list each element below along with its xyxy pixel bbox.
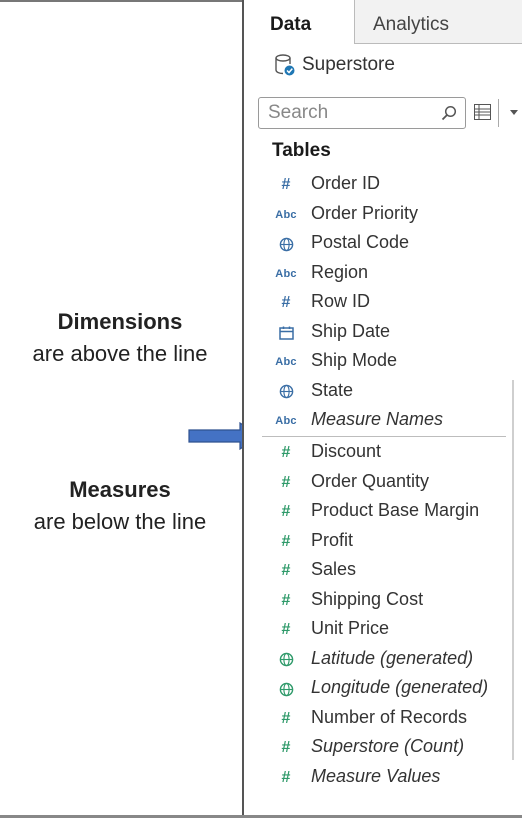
field-label: Region — [311, 261, 369, 282]
field-label: Ship Date — [311, 320, 391, 341]
datasource-label: Superstore — [302, 54, 395, 75]
database-connected-icon — [275, 54, 295, 76]
field-label: Unit Price — [311, 618, 390, 638]
dimension-field[interactable]: Abc Order Priority — [244, 201, 522, 230]
measure-field[interactable]: # Measure Values — [244, 764, 522, 793]
number-type-icon: # — [281, 473, 291, 491]
measures-annotation-title: Measures — [69, 477, 171, 502]
field-label: Row ID — [311, 291, 371, 311]
data-pane: Data Analytics Superstore Search Tables … — [242, 0, 522, 815]
dimension-field[interactable]: Abc Ship Mode — [244, 348, 522, 377]
number-type-icon: # — [281, 621, 291, 638]
search-placeholder: Search — [268, 102, 329, 123]
number-type-icon: # — [281, 709, 291, 727]
calendar-icon — [272, 323, 300, 343]
tab-analytics[interactable]: Analytics — [354, 0, 522, 44]
dimension-field[interactable]: Abc Region — [244, 260, 522, 289]
number-type-icon: # — [281, 591, 291, 609]
field-label: Measure Values — [311, 765, 441, 786]
measure-field[interactable]: Latitude (generated) — [244, 646, 522, 675]
field-label: State — [311, 379, 354, 400]
measure-field[interactable]: # Profit — [244, 528, 522, 557]
field-label: Superstore (Count) — [311, 736, 465, 756]
dimension-measure-divider — [262, 436, 506, 437]
measure-field[interactable]: # Product Base Margin — [244, 498, 522, 527]
text-type-icon: Abc — [275, 267, 297, 280]
globe-icon — [272, 234, 300, 254]
dimensions-annotation-subtitle: are above the line — [32, 341, 208, 366]
number-type-icon: # — [281, 503, 291, 520]
datasource-item[interactable]: Superstore — [274, 50, 395, 80]
field-label: Number of Records — [311, 706, 468, 727]
field-label: Order ID — [311, 173, 381, 193]
field-label: Longitude (generated) — [311, 677, 489, 697]
field-label: Shipping Cost — [311, 588, 424, 609]
toolbar-separator — [498, 99, 499, 127]
measures-annotation-subtitle: are below the line — [33, 509, 207, 534]
number-type-icon: # — [281, 739, 291, 756]
measure-field[interactable]: # Number of Records — [244, 705, 522, 734]
globe-icon — [272, 679, 300, 699]
dimension-field[interactable]: # Order ID — [244, 171, 522, 200]
measure-field[interactable]: # Superstore (Count) — [244, 734, 522, 763]
field-label: Latitude (generated) — [311, 647, 474, 668]
bottom-border — [0, 815, 522, 818]
dimension-field[interactable]: Abc Measure Names — [244, 407, 522, 436]
measure-field[interactable]: # Shipping Cost — [244, 587, 522, 616]
dimension-field[interactable]: Postal Code — [244, 230, 522, 259]
field-label: Sales — [311, 559, 357, 579]
measure-field[interactable]: # Discount — [244, 439, 522, 468]
scrollbar[interactable] — [512, 380, 514, 760]
dimension-field[interactable]: State — [244, 378, 522, 407]
dimension-field[interactable]: Ship Date — [244, 319, 522, 348]
chevron-down-icon[interactable] — [510, 110, 518, 115]
dimension-field[interactable]: # Row ID — [244, 289, 522, 318]
field-label: Profit — [311, 529, 354, 550]
text-type-icon: Abc — [275, 415, 297, 427]
text-type-icon: Abc — [275, 208, 297, 221]
globe-icon — [272, 382, 300, 402]
measure-field[interactable]: # Sales — [244, 557, 522, 586]
field-label: Order Priority — [311, 202, 419, 223]
number-type-icon: # — [281, 532, 291, 550]
field-label: Ship Mode — [311, 350, 398, 370]
search-input[interactable]: Search — [258, 97, 466, 129]
dimensions-annotation: Dimensions are above the line — [0, 306, 240, 370]
tables-section-title: Tables — [272, 140, 331, 161]
number-type-icon: # — [281, 562, 291, 579]
pane-tabs: Data Analytics — [242, 0, 522, 44]
text-type-icon: Abc — [275, 356, 297, 368]
field-label: Measure Names — [311, 409, 444, 429]
measures-annotation: Measures are below the line — [0, 474, 240, 538]
field-label: Postal Code — [311, 232, 410, 252]
measure-field[interactable]: # Order Quantity — [244, 469, 522, 498]
number-type-icon: # — [281, 176, 291, 193]
number-type-icon: # — [281, 294, 291, 311]
globe-icon — [272, 650, 300, 670]
field-label: Order Quantity — [311, 470, 430, 491]
measure-field[interactable]: Longitude (generated) — [244, 675, 522, 704]
tab-data[interactable]: Data — [244, 0, 353, 44]
number-type-icon: # — [281, 444, 291, 461]
number-type-icon: # — [281, 768, 291, 786]
measure-field[interactable]: # Unit Price — [244, 616, 522, 645]
dimensions-annotation-title: Dimensions — [57, 309, 183, 334]
search-icon[interactable] — [441, 105, 457, 121]
field-label: Product Base Margin — [311, 500, 480, 520]
list-view-icon[interactable] — [474, 104, 491, 120]
field-label: Discount — [311, 441, 382, 461]
